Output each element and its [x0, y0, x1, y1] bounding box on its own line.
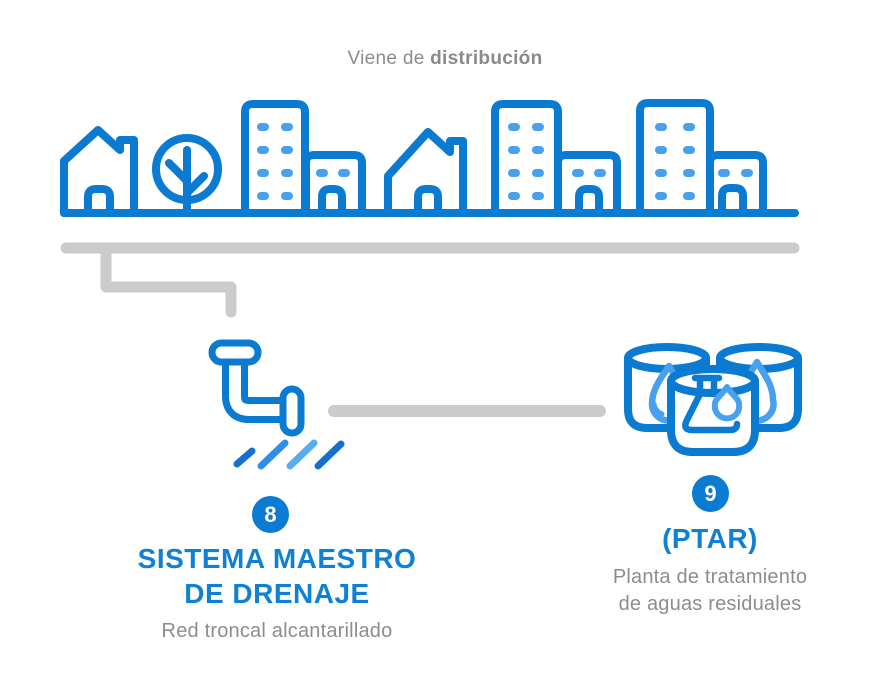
ptar-subtitle-line1: Planta de tratamiento — [612, 566, 808, 588]
water-drop-icon — [711, 384, 743, 422]
building-windows — [257, 123, 753, 200]
ptar-subtitle: Planta de tratamiento de aguas residuale… — [560, 564, 860, 618]
title-prefix: Viene de — [347, 48, 431, 69]
ptar-subtitle-line2: de aguas residuales — [618, 593, 802, 615]
city-skyline-icon — [60, 99, 799, 217]
branch-pipe-line — [100, 244, 237, 318]
drainage-title-line2: DE DRENAJE — [184, 578, 370, 609]
step-badge-9: 9 — [692, 475, 729, 512]
ptar-title: (PTAR) — [662, 523, 758, 554]
treatment-plant-icon — [624, 343, 802, 456]
step-badge-8: 8 — [252, 496, 289, 533]
drainage-title: SISTEMA MAESTRO DE DRENAJE — [97, 541, 457, 611]
flask-icon — [682, 374, 741, 434]
drain-pipe-icon — [208, 339, 305, 437]
drainage-subtitle: Red troncal alcantarillado — [161, 620, 393, 642]
page-title: Viene de distribución — [0, 48, 890, 70]
water-flow-icon — [233, 439, 345, 470]
title-highlight: distribución — [430, 48, 543, 69]
drainage-title-line1: SISTEMA MAESTRO — [137, 543, 417, 574]
